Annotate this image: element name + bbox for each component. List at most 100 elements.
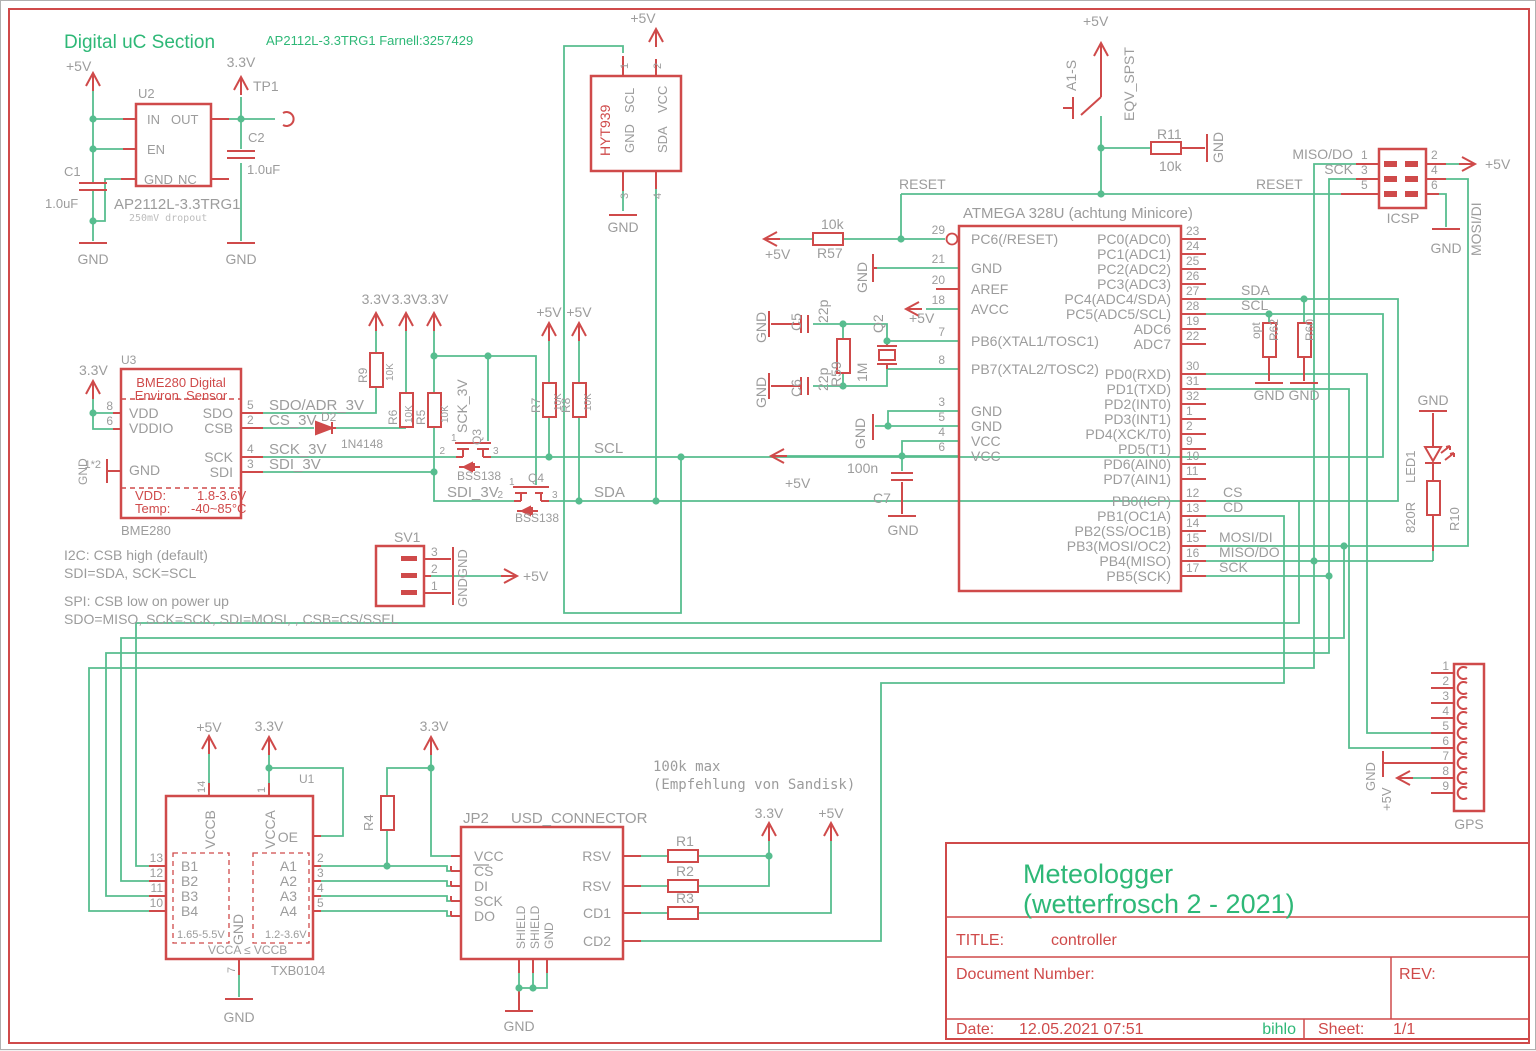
supply-arrow-icon — [823, 820, 839, 841]
net-label: +5V — [909, 310, 935, 326]
net-label: Environ. Sensor — [135, 388, 228, 403]
net-label: 4 — [938, 425, 945, 439]
net-label: R59 — [828, 361, 844, 387]
wire — [434, 355, 537, 485]
net-label: B1 — [181, 858, 198, 874]
net-label: 10 — [1186, 449, 1200, 463]
wire — [1206, 178, 1469, 547]
net-label: Temp: — [135, 501, 170, 516]
net-label: 2 — [247, 413, 254, 427]
wire — [321, 880, 451, 887]
date-label: Date: — [956, 1021, 994, 1038]
net-label: GND — [225, 251, 256, 267]
net-label: (Empfehlung von Sandisk) — [653, 777, 855, 793]
date-value: 12.05.2021 07:51 — [1019, 1021, 1144, 1038]
wire — [563, 45, 682, 614]
net-label: 6 — [1431, 178, 1438, 192]
net-label: DO — [474, 908, 495, 924]
net-label: 6 — [1442, 734, 1449, 748]
supply-arrow-icon — [233, 74, 249, 95]
junction-dot — [515, 984, 523, 992]
junction-dot — [898, 452, 906, 460]
wire — [263, 387, 377, 414]
net-label: 19 — [1186, 314, 1200, 328]
supply-arrow-icon — [541, 320, 557, 341]
symbol — [1080, 96, 1102, 116]
net-label: 6 — [106, 414, 113, 428]
gps-label: GPS — [1454, 816, 1484, 832]
net-label: GND — [971, 403, 1002, 419]
net-label: 15 — [1186, 531, 1200, 545]
net-label: 250mV dropout — [129, 213, 207, 224]
net-label: 3.3V — [392, 291, 421, 307]
junction-dot — [237, 115, 245, 123]
junction-dot — [89, 145, 97, 153]
net-label: 11 — [1186, 464, 1199, 478]
wire — [386, 767, 431, 796]
net-label: 10k — [821, 216, 845, 232]
net-label: 2 — [1442, 674, 1449, 688]
net-label: A1-S — [1063, 60, 1079, 91]
junction-dot — [1097, 190, 1105, 198]
net-label: VCC — [971, 448, 1001, 464]
pin-socket-icon — [1456, 666, 1468, 680]
net-label: SDA — [1241, 282, 1270, 298]
wire — [698, 839, 832, 914]
net-label: SV1 — [394, 529, 421, 545]
note-i2c: I2C: CSB high (default) — [64, 547, 208, 563]
net-label: SDO — [203, 405, 233, 421]
net-label: 26 — [1186, 269, 1200, 283]
net-label: VCC — [971, 433, 1001, 449]
net-label: A4 — [280, 903, 297, 919]
net-label: TP1 — [253, 78, 279, 94]
net-label: PC2(ADC2) — [1097, 261, 1171, 277]
pin-pad — [1405, 176, 1418, 182]
net-label: B4 — [181, 903, 198, 919]
wire — [1439, 193, 1447, 227]
net-label: PD5(T1) — [1118, 441, 1171, 457]
net-label: 1.0uF — [45, 196, 78, 211]
wire — [887, 410, 959, 426]
net-label: SDA — [655, 126, 670, 153]
net-label: 16 — [1186, 546, 1200, 560]
net-label: 2 — [1431, 148, 1438, 162]
net-label: A2 — [280, 873, 297, 889]
net-label: 100n — [847, 460, 878, 476]
net-label: SCK_3V — [269, 441, 327, 458]
diode-icon — [522, 507, 530, 515]
net-label: B3 — [181, 888, 198, 904]
junction-dot — [897, 235, 905, 243]
net-label: 3.3V — [79, 362, 108, 378]
net-label: 5 — [317, 896, 324, 910]
net-label: SDI_3V — [447, 484, 499, 501]
net-label: opt — [1249, 322, 1263, 339]
junction-dot — [1340, 542, 1348, 550]
pin-socket-icon — [1456, 741, 1468, 755]
resistor-r3 — [667, 906, 699, 920]
net-label: D2 — [321, 410, 337, 424]
title-value: controller — [1051, 932, 1117, 949]
net-label: LED1 — [1403, 450, 1418, 483]
net-label: 8 — [938, 353, 945, 367]
net-label: 10 — [150, 896, 164, 910]
net-label: 3 — [619, 193, 631, 199]
wire — [843, 369, 888, 387]
net-label: GND — [854, 262, 870, 293]
net-label: SCK — [1324, 161, 1353, 177]
net-label: R11 — [1157, 126, 1182, 142]
net-label: IN — [147, 112, 160, 127]
chip-hyt939-box — [589, 74, 683, 173]
net-label: 1N4148 — [341, 437, 383, 451]
junction-dot — [529, 984, 537, 992]
resistor-r7 — [542, 382, 557, 418]
net-label: 10K — [583, 393, 594, 411]
net-label: PD0(RXD) — [1105, 366, 1171, 382]
net-label: MISO/DO — [1219, 544, 1280, 560]
net-label: OUT — [171, 112, 199, 127]
pin-socket-icon — [1456, 756, 1468, 770]
net-label: SDI_3V — [269, 456, 321, 473]
supply-arrow-icon — [398, 310, 414, 331]
usd-connector-box — [459, 825, 625, 961]
net-label: GND — [753, 312, 769, 343]
symbol — [282, 111, 295, 127]
